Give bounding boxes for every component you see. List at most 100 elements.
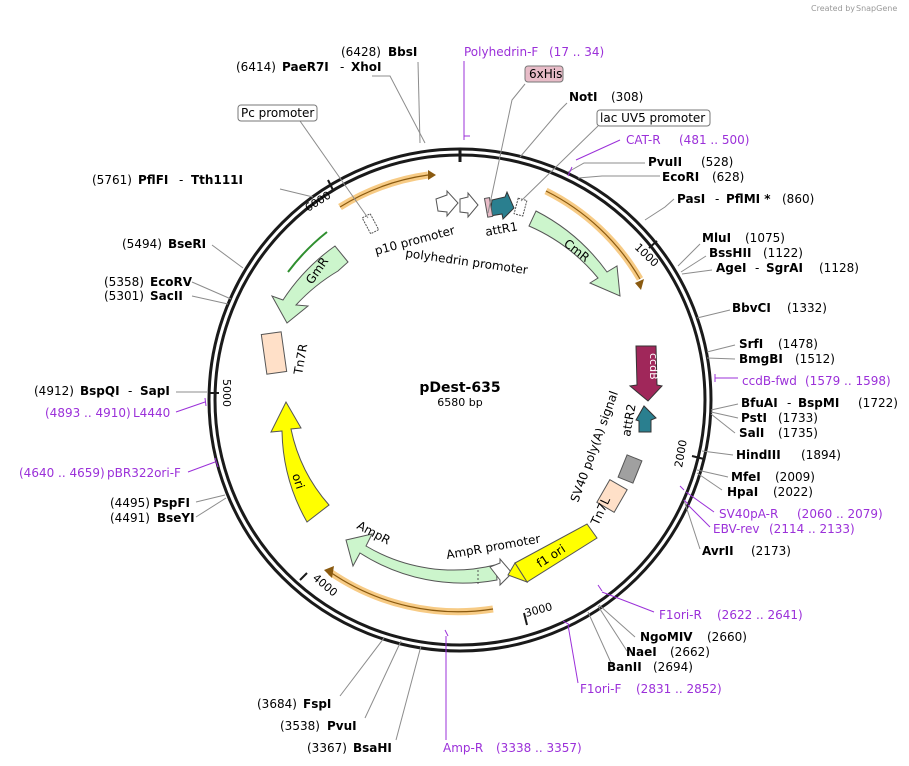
leader-naei [597, 605, 628, 652]
plasmid-name: pDest-635 [419, 380, 500, 396]
primer-range-ccdb: (1579 .. 1598) [805, 374, 891, 388]
site-name-bsahi: BsaHI [353, 741, 392, 755]
leader-lacuv5 [520, 125, 599, 202]
primer-mark-polyhedrin [463, 135, 470, 140]
site-pos-pvuii: (528) [701, 155, 733, 169]
site-name-avrii: AvrII [702, 544, 734, 558]
leader-tth111i [279, 188, 314, 198]
site-name-bsshii: BssHII [709, 246, 751, 260]
primer-mark-ebv [683, 499, 689, 505]
site-name-pflfi: PflFI [138, 173, 168, 187]
attr1-feature[interactable] [489, 190, 515, 221]
site-pos-psti: (1733) [778, 411, 818, 425]
polyhedrin-promoter-feature[interactable] [459, 191, 479, 219]
primer-leader-pbr322 [187, 461, 216, 473]
primer-name-sv40pa: SV40pA-R [719, 507, 778, 521]
attr2-label: attR2 [619, 403, 638, 438]
leader-fspi [339, 637, 385, 697]
leader-bsahi [395, 645, 422, 741]
tn7r-label: Tn7R [291, 343, 310, 377]
site-pos-mfei: (2009) [775, 470, 815, 484]
primer-mark-f1orif [562, 620, 571, 626]
primer-range-ebv: (2114 .. 2133) [769, 522, 855, 536]
primer-mark-l4440 [204, 397, 207, 407]
ccdb-feature[interactable] [628, 345, 663, 402]
primer-range-cat: (481 .. 500) [679, 133, 749, 147]
site-name-bspqi: BspQI [80, 384, 120, 398]
site-sep-paer7i: - [340, 60, 344, 74]
ori-feature[interactable] [270, 400, 330, 523]
tick-label-5000: 5000 [220, 379, 233, 407]
site-pos-paer7i: (6414) [236, 60, 276, 74]
site-pos-bmgbi: (1512) [795, 352, 835, 366]
leader-bseri [211, 244, 244, 269]
primer-mark-ampr [444, 629, 449, 637]
his-feature[interactable] [483, 197, 494, 218]
credit-brand: SnapGene [856, 4, 897, 13]
site-pos-mlui: (1075) [745, 231, 785, 245]
primer-range-l4440: (4893 .. 4910) [45, 406, 131, 420]
leader-xhoi [372, 75, 426, 144]
leader-bfuai [710, 403, 739, 411]
site-name-fspi: FspI [303, 697, 331, 711]
sv40-feature[interactable] [617, 454, 643, 484]
leader-bsshii [680, 255, 707, 273]
leader-bbvci [696, 309, 731, 319]
site-name-pflmi: PflMI * [726, 192, 771, 206]
primer-name-polyhedrin: Polyhedrin-F [464, 45, 538, 59]
attr2-feature[interactable] [635, 405, 657, 433]
primer-range-ampr: (3338 .. 3357) [496, 741, 582, 755]
primer-name-ampr: Amp-R [443, 741, 483, 755]
site-sep-pasi: - [715, 192, 719, 206]
tick-label-3000: 3000 [523, 600, 553, 620]
site-name-bbsi: BbsI [388, 45, 417, 59]
gmr-orf-line [287, 231, 328, 273]
primer-name-ebv: EBV-rev [713, 522, 759, 536]
primer-range-polyhedrin: (17 .. 34) [549, 45, 604, 59]
site-pos-ecorv: (5358) [104, 275, 144, 289]
site-name-pasi: PasI [677, 192, 705, 206]
leader-noti [519, 102, 568, 158]
site-sep-bfuai: - [787, 396, 791, 410]
cmr-feature[interactable] [528, 210, 621, 297]
site-pos-banii: (2694) [653, 660, 693, 674]
credit-text: Created by [811, 4, 855, 13]
orf-arrowhead-1 [428, 170, 436, 180]
gmr-feature[interactable] [270, 245, 349, 324]
site-name-xhoi: XhoI [351, 60, 382, 74]
leader-pasi [644, 198, 675, 221]
site-pos-bbsi: (6428) [341, 45, 381, 59]
site-pos-ngomiv: (2660) [707, 630, 747, 644]
tn7r-feature[interactable] [260, 331, 288, 375]
site-name-ecorv: EcoRV [150, 275, 193, 289]
label-6xhis: 6xHis [529, 67, 562, 81]
tn7l-feature[interactable] [596, 479, 628, 513]
site-pos-bfuai: (1722) [858, 396, 898, 410]
polyhedrin-label: polyhedrin promoter [405, 246, 529, 277]
site-name-psti: PstI [741, 411, 767, 425]
p10-promoter-feature[interactable] [435, 189, 459, 218]
site-name-bseyi: BseYI [157, 511, 195, 525]
site-name-hpai: HpaI [727, 485, 758, 499]
primer-mark-pbr322 [214, 457, 219, 468]
plasmid-length: 6580 bp [437, 396, 482, 409]
site-name-pspfi: PspFI [153, 496, 190, 510]
leader-bseyi [195, 497, 227, 518]
site-name-noti: NotI [569, 90, 598, 104]
attr1-label: attR1 [484, 219, 519, 238]
site-name-pvui: PvuI [327, 719, 357, 733]
site-name-paer7i: PaeR7I [282, 60, 329, 74]
pc-promoter-feature[interactable] [361, 213, 380, 235]
primer-name-f1orif: F1ori-F [580, 682, 621, 696]
site-name-sacii: SacII [150, 289, 183, 303]
site-pos-pvui: (3538) [280, 719, 320, 733]
leader-avrii [683, 499, 701, 550]
f1ori-arrowhead [507, 562, 529, 583]
ampr-feature[interactable] [345, 533, 498, 584]
lac-uv5-feature[interactable] [513, 197, 528, 217]
leader-hindiii [701, 450, 734, 456]
label-lacuv5: lac UV5 promoter [600, 111, 705, 125]
orf-arrowhead-3 [324, 566, 334, 578]
